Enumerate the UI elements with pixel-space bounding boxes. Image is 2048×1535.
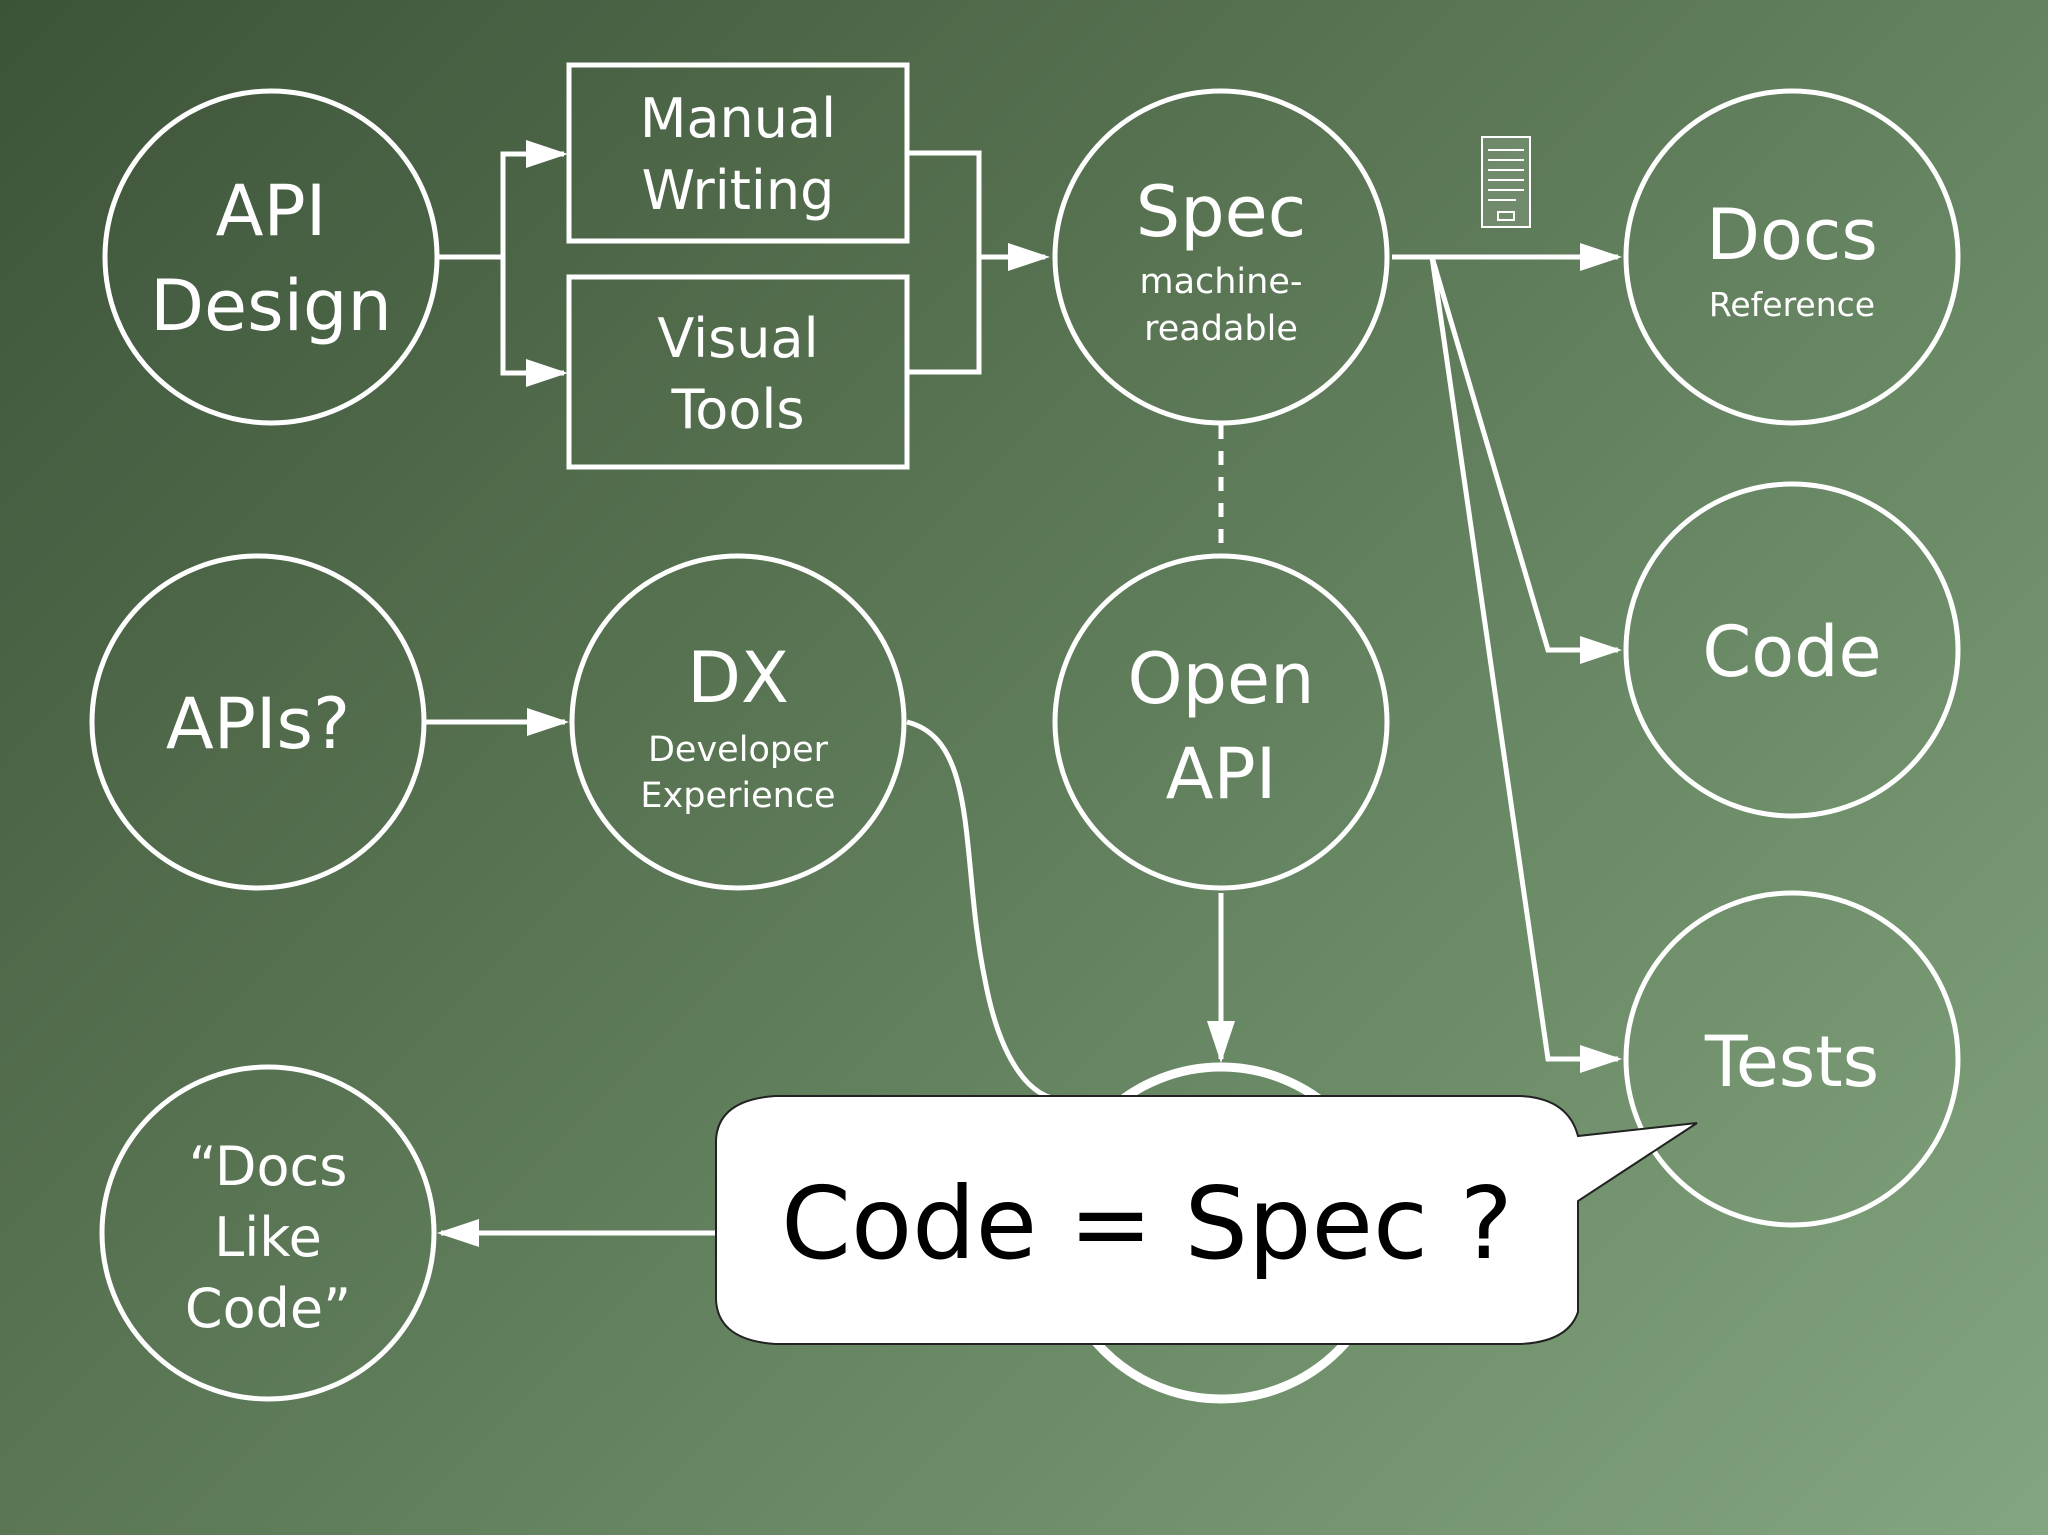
api-design-label-line2: Design (150, 265, 392, 347)
dx-subtitle-line2: Experience (640, 776, 835, 816)
connector-tools-to-spec (907, 150, 982, 375)
node-apis-circle (89, 553, 427, 891)
apis-title: APIs? (166, 683, 350, 765)
arrowhead-hidden-node (1207, 1021, 1235, 1063)
dx-subtitle-line1: Developer (648, 730, 829, 770)
node-api-design-circle (102, 88, 440, 426)
node-visual-tools-box (566, 274, 910, 470)
open-api-label-line2: API (1166, 733, 1277, 815)
docs-like-code-label-line2: Like (214, 1206, 322, 1269)
node-docs-like-code-circle (99, 1064, 437, 1402)
spec-title: Spec (1136, 171, 1306, 253)
arrowhead-dx (527, 708, 569, 736)
docs-subtitle: Reference (1709, 285, 1875, 324)
callout-bubble-shape (715, 1095, 1698, 1345)
callout-bubble: Code = Spec ? (715, 1095, 1698, 1345)
arrowhead-tests (1580, 1045, 1622, 1073)
node-spec-circle (1052, 88, 1390, 426)
dx-title: DX (687, 637, 789, 719)
manual-writing-label-line1: Manual (640, 87, 836, 150)
spec-subtitle-line2: readable (1144, 309, 1298, 349)
arrowhead-docs-like-code (437, 1219, 479, 1247)
connectors (424, 150, 1618, 1236)
visual-tools-label-line2: Tools (670, 378, 804, 441)
node-docs-circle (1623, 88, 1961, 426)
callout-text: Code = Spec ? (781, 1165, 1513, 1282)
code-title: Code (1702, 611, 1881, 693)
node-dx-circle (569, 553, 907, 891)
node-tests-circle (1623, 890, 1961, 1228)
node-code-circle (1623, 481, 1961, 819)
arrowhead-spec (1008, 243, 1050, 271)
docs-like-code-label-line3: Code” (185, 1277, 351, 1340)
server-icon (1481, 136, 1531, 228)
spec-subtitle-line1: machine- (1139, 262, 1302, 302)
manual-writing-label-line2: Writing (642, 159, 835, 222)
docs-like-code-label-line1: “Docs (189, 1135, 348, 1198)
connector-dx-curve (906, 719, 1066, 1103)
docs-title: Docs (1706, 194, 1878, 276)
connector-design-to-manual (437, 151, 564, 260)
tests-title: Tests (1704, 1021, 1879, 1103)
connector-design-to-visual (500, 257, 564, 376)
arrowheads (437, 140, 1622, 1247)
arrowhead-docs (1580, 243, 1622, 271)
node-manual-writing-box (566, 62, 910, 244)
visual-tools-label-line1: Visual (657, 307, 818, 370)
arrowhead-code (1580, 636, 1622, 664)
api-design-label-line1: API (216, 170, 327, 252)
arrowhead-manual (526, 140, 568, 168)
open-api-label-line1: Open (1128, 638, 1315, 720)
node-open-api-circle (1052, 553, 1390, 891)
arrowhead-visual (526, 359, 568, 387)
